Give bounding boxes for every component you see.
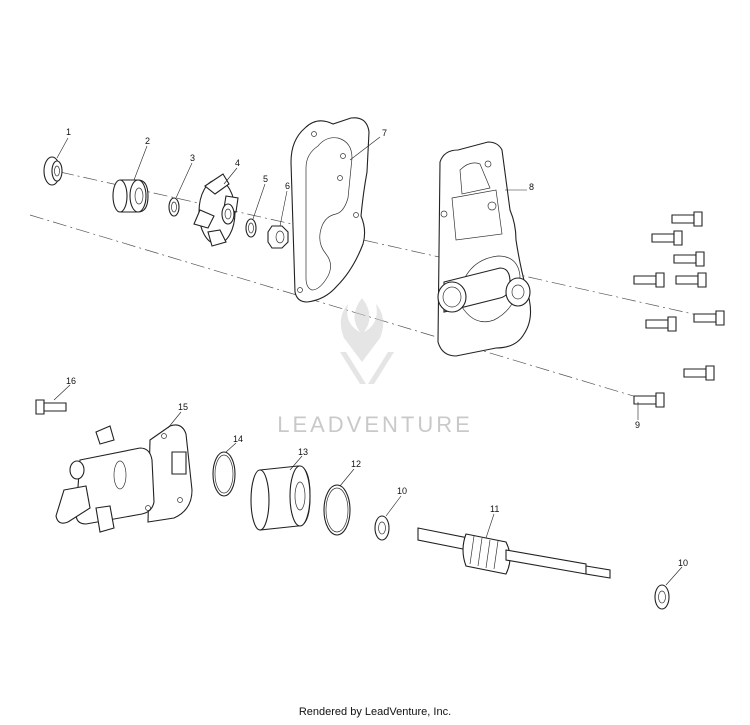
part-15-oil-pump <box>55 424 193 533</box>
callout-4: 4 <box>235 158 240 168</box>
bolt <box>651 230 683 246</box>
callout-13: 13 <box>298 447 308 457</box>
callout-11: 11 <box>490 504 499 514</box>
callout-15: 15 <box>178 402 188 412</box>
footer-credit: Rendered by LeadVenture, Inc. <box>298 706 452 718</box>
part-12-o-ring <box>323 484 351 536</box>
callout-7: 7 <box>382 128 387 138</box>
callout-14: 14 <box>233 434 243 444</box>
part-2-bearing <box>112 179 149 213</box>
callout-10b: 10 <box>678 558 688 568</box>
part-10-washer <box>374 515 390 541</box>
callout-16: 16 <box>66 376 76 386</box>
callout-labels: 1 2 3 4 5 6 7 8 9 10 10 11 12 13 14 15 1… <box>66 127 688 568</box>
callout-6: 6 <box>285 181 290 191</box>
part-7-gasket <box>290 117 370 303</box>
part-3-washer <box>168 197 180 217</box>
part-8-pump-cover <box>437 141 532 357</box>
bolt <box>675 272 707 288</box>
part-10-washer <box>654 584 670 610</box>
callout-3: 3 <box>190 153 195 163</box>
bolt <box>671 211 703 227</box>
callout-12: 12 <box>351 459 361 469</box>
part-5-washer <box>245 218 257 238</box>
bolt <box>633 272 665 288</box>
leader-lines <box>53 136 683 586</box>
part-6-nut <box>267 225 289 249</box>
part-14-o-ring <box>212 451 236 497</box>
callout-9: 9 <box>635 420 640 430</box>
bolt <box>645 316 677 332</box>
part-9-bolts <box>633 211 725 408</box>
callout-5: 5 <box>263 174 268 184</box>
callout-10a: 10 <box>397 486 407 496</box>
axis-lines <box>29 171 721 399</box>
part-4-impeller <box>193 173 239 247</box>
leadventure-watermark: LEADVENTURE <box>277 298 473 437</box>
callout-1: 1 <box>66 127 71 137</box>
watermark-brand: LEADVENTURE <box>277 412 473 437</box>
part-13-filter <box>250 465 311 531</box>
callout-8: 8 <box>529 182 534 192</box>
callout-2: 2 <box>145 136 150 146</box>
bolt <box>683 365 715 381</box>
bolt <box>693 310 725 326</box>
bolt <box>673 251 705 267</box>
part-1-seal <box>43 156 63 186</box>
part-11-pump-shaft <box>417 527 611 579</box>
part-16-bolt <box>35 399 67 415</box>
bolt <box>633 392 665 408</box>
